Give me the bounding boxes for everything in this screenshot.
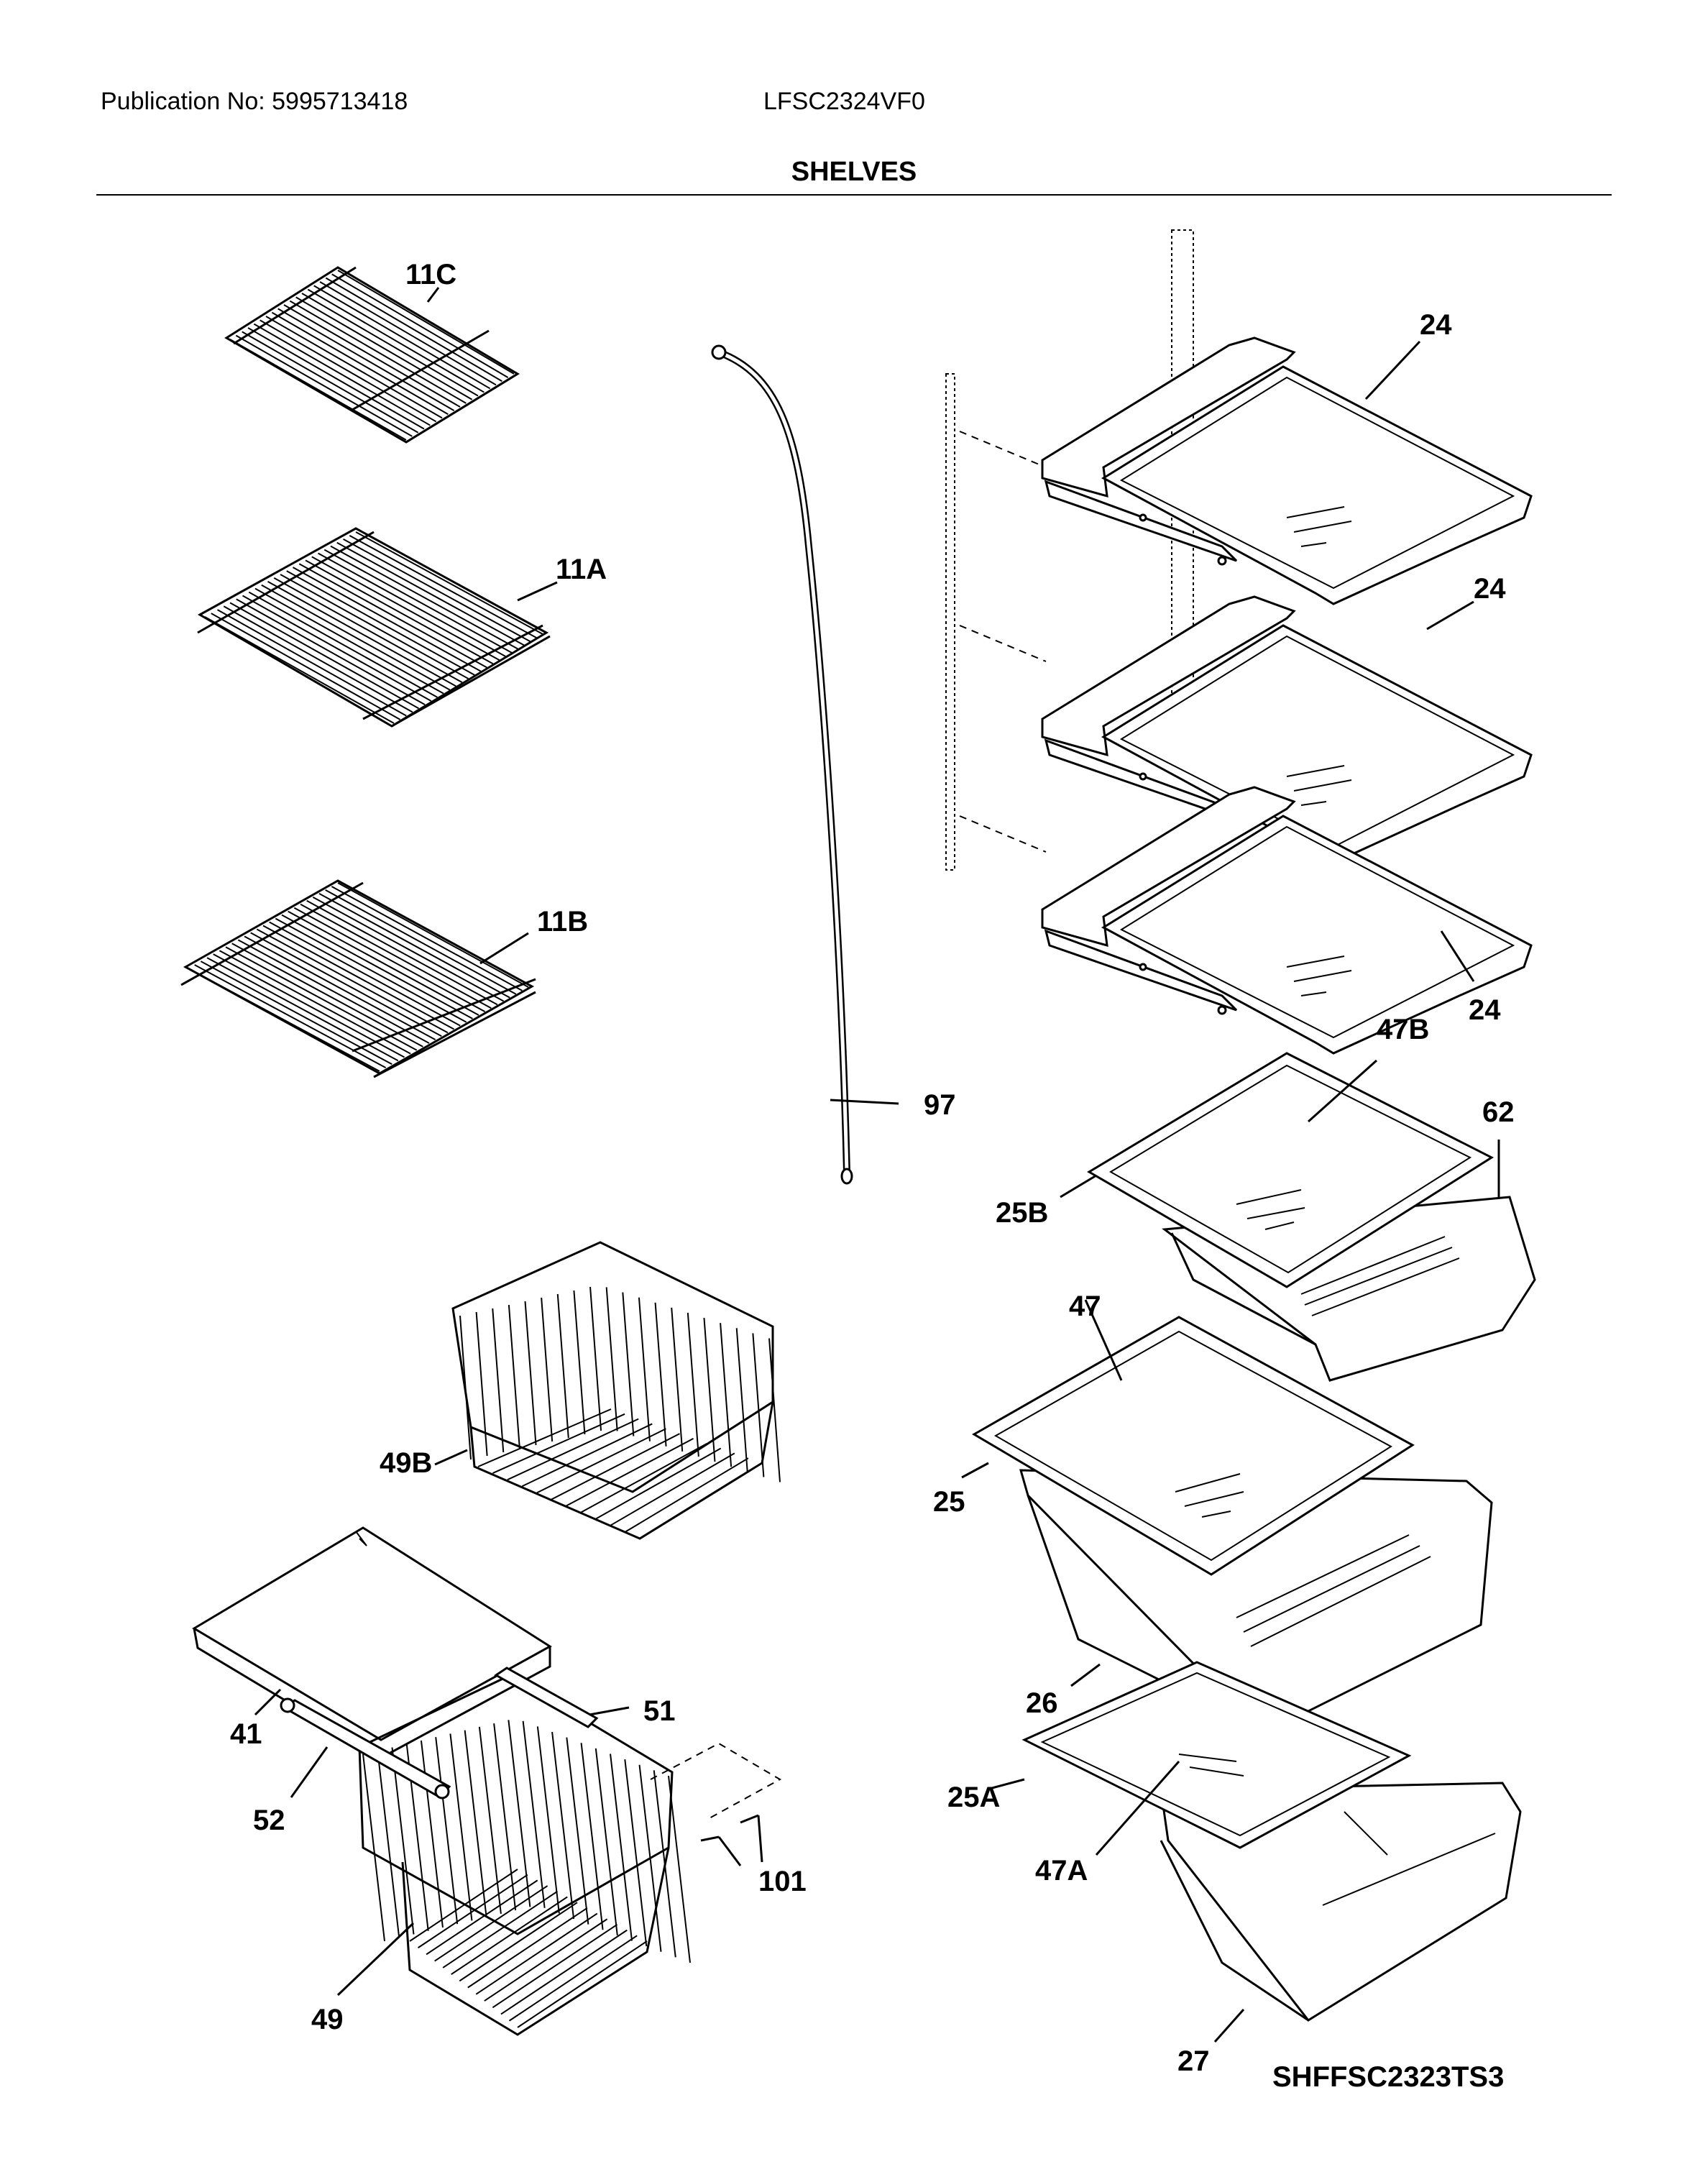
wire-shelf-11a	[197, 527, 551, 728]
model-number: LFSC2324VF0	[763, 88, 925, 115]
slide-rail-52	[280, 1697, 451, 1800]
label-24-middle: 24	[1474, 573, 1506, 605]
label-51: 51	[643, 1695, 676, 1727]
diagram-code: SHFFSC2323TS3	[1272, 2061, 1504, 2093]
leader-lines	[254, 287, 1500, 2043]
crisper-cover-25a	[1021, 1661, 1412, 1849]
header-divider	[96, 194, 1612, 196]
screws-101	[650, 1742, 782, 1842]
label-97: 97	[924, 1089, 956, 1121]
label-47a: 47A	[1035, 1855, 1088, 1887]
label-11c: 11C	[405, 259, 456, 290]
label-27: 27	[1177, 2045, 1210, 2077]
label-49: 49	[311, 2004, 344, 2035]
wire-basket-49b	[451, 1241, 781, 1540]
label-47b: 47B	[1377, 1014, 1429, 1045]
label-41: 41	[230, 1718, 262, 1750]
label-25b: 25B	[996, 1197, 1048, 1229]
label-24-top: 24	[1420, 309, 1452, 341]
label-52: 52	[253, 1805, 285, 1836]
label-25: 25	[933, 1486, 965, 1518]
label-26: 26	[1026, 1687, 1058, 1719]
wire-basket-49	[358, 1674, 691, 2036]
crisper-cover-25b	[1087, 1052, 1494, 1288]
label-47: 47	[1069, 1291, 1101, 1322]
label-11b: 11B	[537, 906, 588, 938]
shelf-rail	[945, 229, 1194, 871]
wire-shelf-11b	[180, 879, 536, 1078]
label-24-bottom: 24	[1469, 994, 1501, 1026]
publication-number: Publication No: 5995713418	[101, 88, 408, 115]
tube-97	[711, 344, 853, 1185]
glass-shelves-24	[1041, 336, 1533, 1055]
slide-rail-51	[494, 1667, 599, 1728]
label-49b: 49B	[380, 1447, 432, 1479]
label-11a: 11A	[556, 554, 607, 585]
wire-shelf-11c	[224, 266, 520, 444]
label-101: 101	[758, 1866, 807, 1897]
page-title: SHELVES	[791, 157, 917, 187]
label-62: 62	[1482, 1096, 1515, 1128]
label-25a: 25A	[947, 1782, 1000, 1813]
